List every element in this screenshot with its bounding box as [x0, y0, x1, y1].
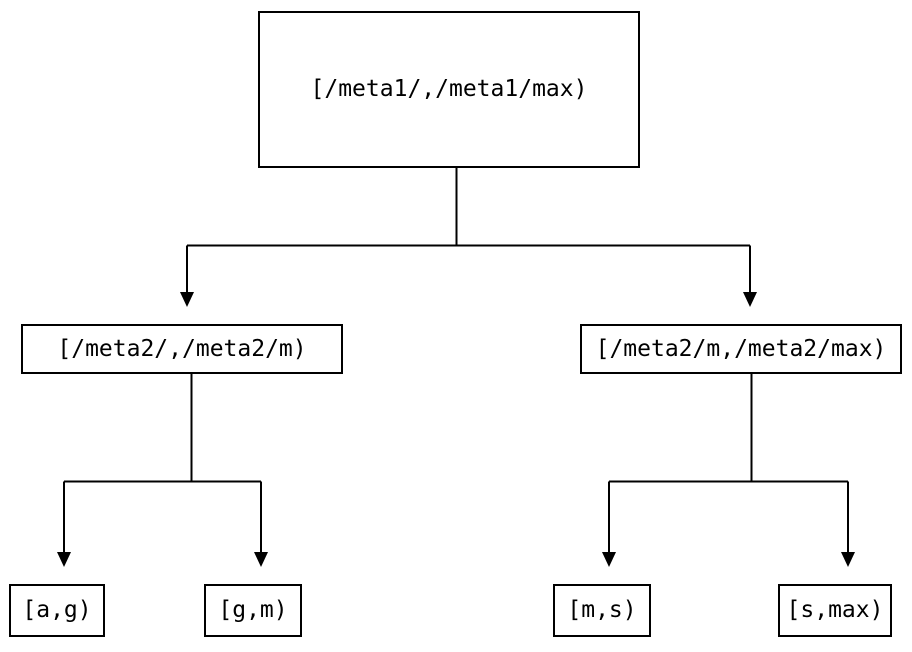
node-mid-right-label: [/meta2/m,/meta2/max)	[595, 335, 887, 362]
node-root-label: [/meta1/,/meta1/max)	[310, 76, 588, 102]
node-mid-left-label: [/meta2/,/meta2/m)	[57, 335, 307, 362]
arrowhead-to-leaf-ag	[57, 552, 71, 567]
node-mid-right[interactable]: [/meta2/m,/meta2/max)	[580, 324, 902, 374]
node-leaf-a-g[interactable]: [a,g)	[9, 584, 105, 637]
node-leaf-s-max-label: [s,max)	[786, 597, 884, 623]
arrowhead-to-leaf-gm	[254, 552, 268, 567]
node-leaf-a-g-label: [a,g)	[22, 597, 92, 623]
node-leaf-g-m-label: [g,m)	[218, 597, 288, 623]
arrowhead-to-mid-left	[180, 292, 194, 307]
node-leaf-m-s-label: [m,s)	[567, 597, 637, 623]
node-root[interactable]: [/meta1/,/meta1/max)	[258, 11, 640, 168]
arrowhead-to-mid-right	[743, 292, 757, 307]
arrowhead-to-leaf-smax	[841, 552, 855, 567]
node-leaf-s-max[interactable]: [s,max)	[778, 584, 892, 637]
node-mid-left[interactable]: [/meta2/,/meta2/m)	[21, 324, 343, 374]
node-leaf-m-s[interactable]: [m,s)	[553, 584, 651, 637]
node-leaf-g-m[interactable]: [g,m)	[204, 584, 302, 637]
arrowhead-to-leaf-ms	[602, 552, 616, 567]
